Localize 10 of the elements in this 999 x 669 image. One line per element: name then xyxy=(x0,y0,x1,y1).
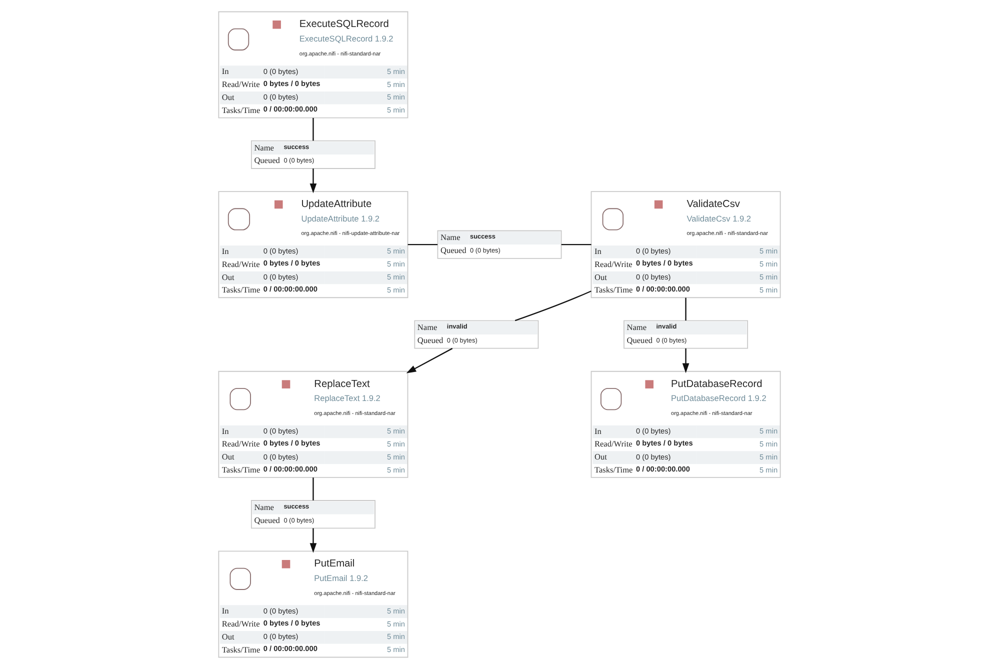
connector xyxy=(561,244,592,246)
arrow xyxy=(682,348,690,374)
connector xyxy=(312,478,314,500)
connector xyxy=(514,290,592,322)
connector xyxy=(685,298,686,321)
connector xyxy=(312,118,314,141)
connector xyxy=(408,244,438,246)
arrow xyxy=(310,528,317,553)
arrow xyxy=(310,168,317,194)
arrow xyxy=(406,348,453,374)
